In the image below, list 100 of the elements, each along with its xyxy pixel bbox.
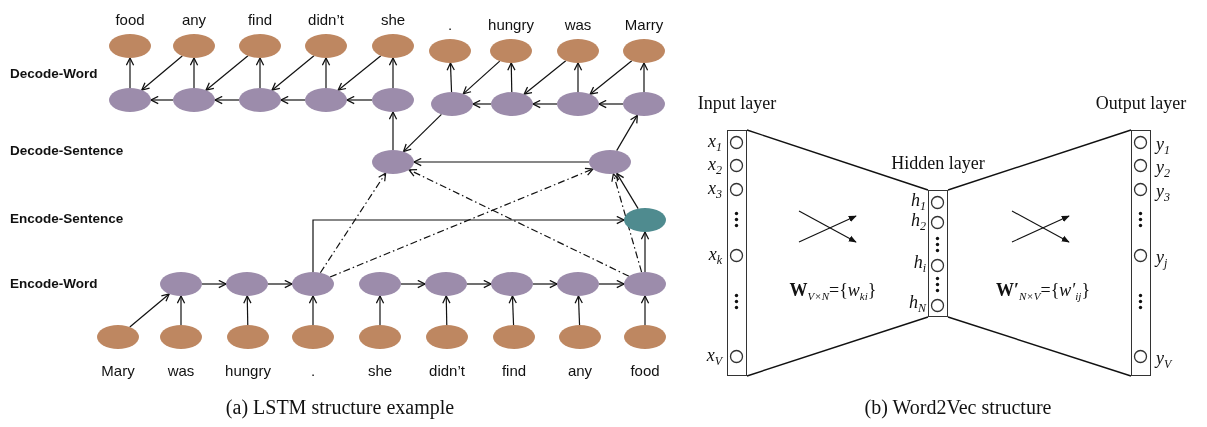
connector-line bbox=[947, 316, 1132, 377]
word-node bbox=[239, 34, 281, 58]
lstm-cell bbox=[239, 88, 281, 112]
arrow bbox=[205, 55, 249, 91]
arrow bbox=[466, 279, 492, 289]
arrow bbox=[400, 279, 426, 289]
arrow bbox=[589, 60, 633, 95]
arrow bbox=[574, 295, 583, 326]
word-node bbox=[493, 325, 535, 349]
word-label: any bbox=[567, 361, 593, 379]
word-node bbox=[227, 325, 269, 349]
connector-line bbox=[746, 316, 929, 377]
word-node bbox=[97, 325, 139, 349]
word-label: hungry bbox=[488, 15, 534, 33]
math-label: x$_{1}$ bbox=[708, 130, 722, 156]
arrow bbox=[214, 95, 240, 105]
math-label: y$_{1}$ bbox=[1156, 133, 1170, 159]
word-label: didn’t bbox=[308, 10, 344, 28]
lstm-cell bbox=[623, 92, 665, 116]
arrow bbox=[640, 295, 650, 326]
word-label: was bbox=[564, 15, 592, 33]
arrow bbox=[507, 62, 516, 93]
arrow bbox=[189, 57, 199, 89]
lstm-cell bbox=[372, 150, 414, 174]
arrow bbox=[255, 57, 265, 89]
row-label: Encode-Word bbox=[10, 275, 98, 291]
word-label: she bbox=[380, 10, 406, 28]
lstm-cell bbox=[292, 272, 334, 296]
word-label: she bbox=[367, 361, 393, 379]
lstm-cell bbox=[372, 88, 414, 112]
math-label: h$_{i}$ bbox=[913, 251, 926, 277]
lstm-cell bbox=[557, 92, 599, 116]
word-node bbox=[426, 325, 468, 349]
word-node bbox=[305, 34, 347, 58]
arrow bbox=[462, 60, 501, 95]
arrow bbox=[267, 279, 293, 289]
caption: (b) Word2Vec structure bbox=[864, 395, 1052, 419]
arrow bbox=[312, 215, 625, 273]
word-node bbox=[372, 34, 414, 58]
arrow bbox=[413, 157, 590, 167]
layer-heading: Hidden layer bbox=[891, 153, 985, 174]
math-label: x$_{k}$ bbox=[708, 243, 722, 269]
arrow bbox=[442, 295, 451, 326]
lstm-cell bbox=[305, 88, 347, 112]
math-label: x$_{V}$ bbox=[706, 344, 722, 370]
row-label: Decode-Sentence bbox=[10, 142, 124, 158]
math-label: y$_{3}$ bbox=[1156, 180, 1170, 206]
word-label: any bbox=[181, 10, 207, 28]
arrow bbox=[616, 114, 638, 152]
word-node bbox=[160, 325, 202, 349]
arrow bbox=[408, 169, 630, 277]
word-node bbox=[624, 325, 666, 349]
lstm-cell bbox=[109, 88, 151, 112]
arrow bbox=[150, 95, 174, 105]
word-node bbox=[429, 39, 471, 63]
word-label: Marry bbox=[624, 15, 664, 33]
word-label: . bbox=[447, 15, 453, 33]
lstm-cell bbox=[431, 92, 473, 116]
word-label: food bbox=[115, 10, 145, 28]
arrow bbox=[508, 295, 517, 326]
arrow bbox=[532, 99, 558, 109]
arrow bbox=[319, 172, 387, 274]
arrow bbox=[598, 99, 624, 109]
word-node bbox=[559, 325, 601, 349]
sentence-vector-node bbox=[624, 208, 666, 232]
word-node bbox=[490, 39, 532, 63]
arrow bbox=[388, 111, 398, 151]
arrow bbox=[321, 57, 331, 89]
lstm-cell bbox=[173, 88, 215, 112]
word-label: was bbox=[167, 361, 195, 379]
word-label: didn’t bbox=[429, 361, 465, 379]
arrow bbox=[280, 95, 306, 105]
arrow bbox=[308, 295, 318, 326]
lstm-cell bbox=[226, 272, 268, 296]
lstm-cell bbox=[491, 272, 533, 296]
word-node bbox=[557, 39, 599, 63]
arrow bbox=[598, 279, 625, 289]
row-label: Encode-Sentence bbox=[10, 210, 124, 226]
weight-formula: W$_{V×N}$={w$_{ki}$} bbox=[789, 279, 877, 303]
math-label: x$_{3}$ bbox=[708, 177, 722, 203]
math-label: y$_{2}$ bbox=[1156, 156, 1170, 182]
lstm-cell bbox=[425, 272, 467, 296]
lstm-cell bbox=[359, 272, 401, 296]
arrow bbox=[472, 99, 492, 109]
word-node bbox=[623, 39, 665, 63]
arrow bbox=[523, 60, 567, 95]
lstm-cell bbox=[589, 150, 631, 174]
word-node bbox=[109, 34, 151, 58]
word-node bbox=[359, 325, 401, 349]
arrow bbox=[271, 55, 315, 91]
arrow bbox=[243, 295, 252, 326]
arrow bbox=[176, 295, 186, 326]
arrow bbox=[201, 279, 227, 289]
math-label: y$_{V}$ bbox=[1156, 347, 1172, 373]
word-label: food bbox=[630, 361, 660, 379]
arrow bbox=[402, 113, 443, 153]
arrow bbox=[141, 55, 183, 91]
arrow bbox=[532, 279, 558, 289]
lstm-cell bbox=[491, 92, 533, 116]
math-label: x$_{2}$ bbox=[708, 153, 722, 179]
